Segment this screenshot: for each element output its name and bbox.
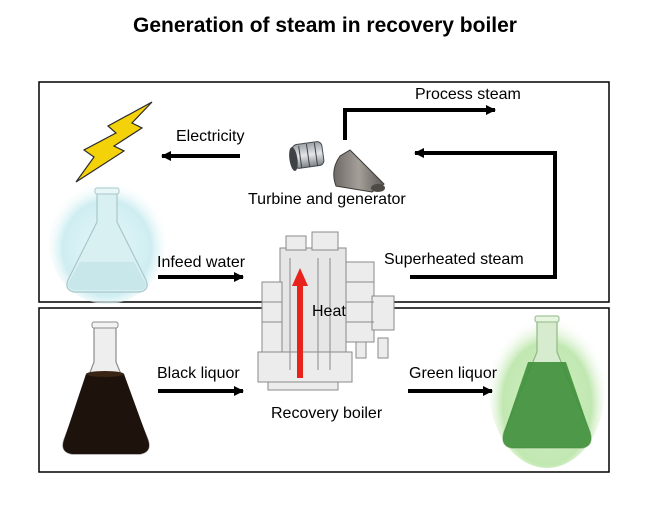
generator-icon <box>333 149 385 193</box>
lightning-icon <box>75 101 153 183</box>
diagram-title: Generation of steam in recovery boiler <box>133 14 517 37</box>
label-superheated-steam: Superheated steam <box>384 251 524 268</box>
recovery-boiler-icon <box>257 231 395 391</box>
label-recovery-boiler: Recovery boiler <box>271 405 383 422</box>
label-process-steam: Process steam <box>415 86 521 103</box>
label-green-liquor: Green liquor <box>409 365 498 382</box>
label-heat: Heat <box>312 303 346 320</box>
label-black-liquor: Black liquor <box>157 365 240 382</box>
superheated-steam-loop-arrow <box>410 148 557 279</box>
black-liquor-flask-icon <box>62 321 150 455</box>
label-turbine-generator: Turbine and generator <box>248 191 406 208</box>
process-steam-arrow <box>343 105 496 140</box>
label-infeed-water: Infeed water <box>157 254 246 271</box>
heat-arrow <box>292 268 308 378</box>
label-electricity: Electricity <box>176 128 245 145</box>
turbine-icon <box>289 141 325 171</box>
green-liquor-flask-icon <box>489 308 605 468</box>
water-flask-icon <box>49 180 165 304</box>
